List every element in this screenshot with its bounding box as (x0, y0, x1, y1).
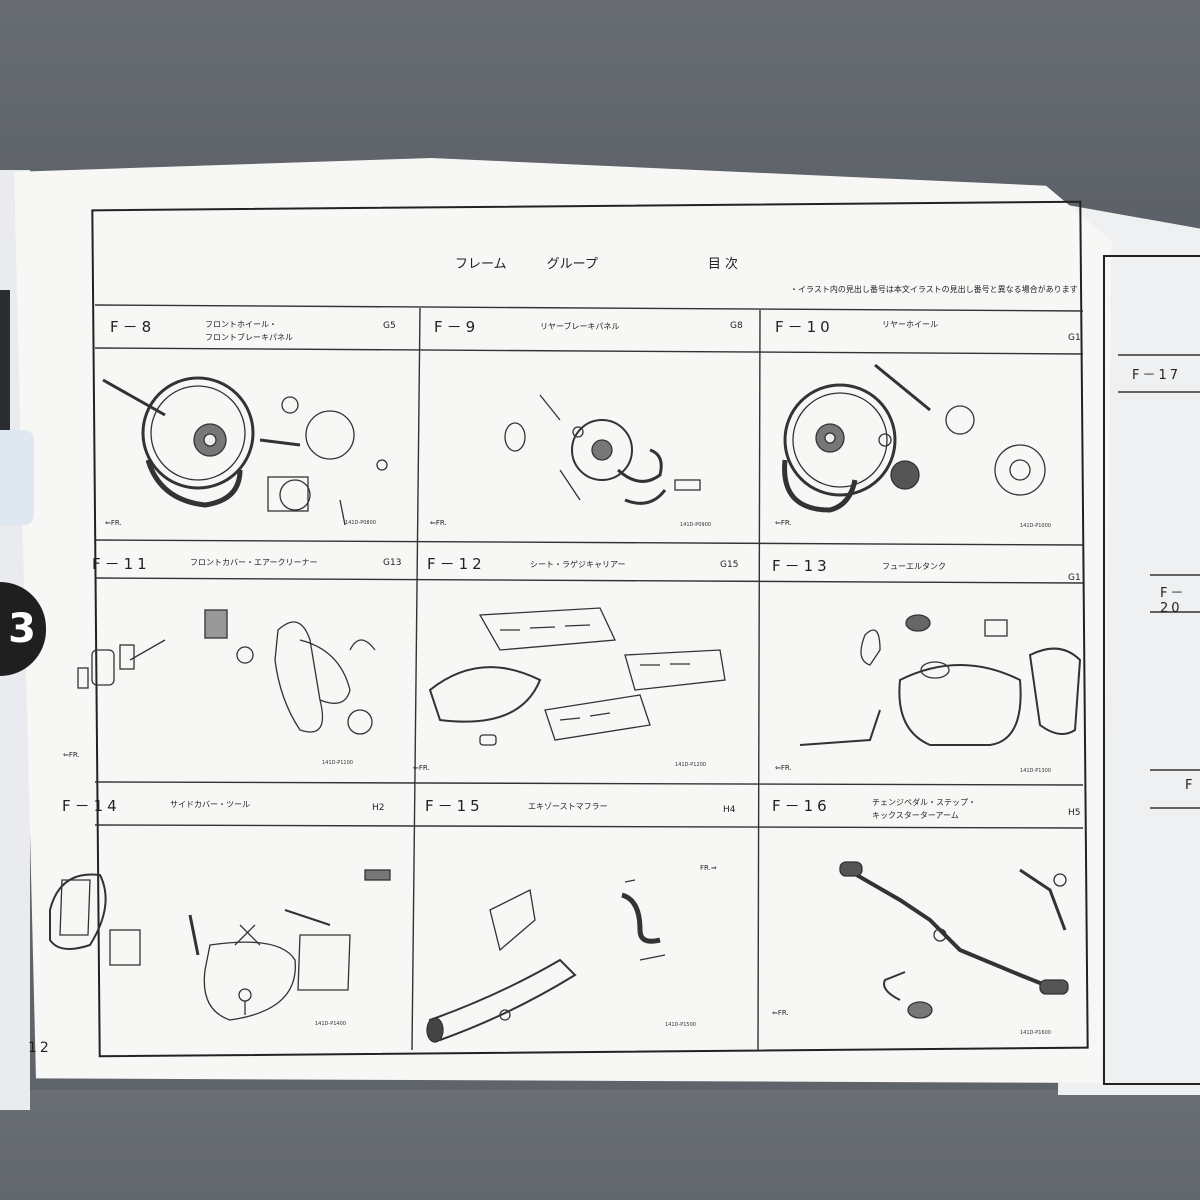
facing-page-frame (1103, 255, 1200, 1085)
cell-name-f14: サイドカバー・ツール (170, 800, 250, 809)
background-bottom (0, 1090, 1200, 1200)
illustration-f11: ⇐FR. (63, 609, 376, 759)
cell-code-f12: F－12 (427, 555, 486, 573)
cell-code-f9: F－9 (434, 318, 480, 336)
cell-name-f12: シート・ラゲジキャリアー (530, 560, 626, 569)
cell-page-f14: H2 (372, 803, 385, 813)
cell-code-f13: F－13 (772, 557, 831, 575)
illustration-f12: ⇐FR. (413, 607, 726, 772)
svg-text:⇐FR.: ⇐FR. (63, 751, 80, 759)
book-spine-shadow (0, 290, 10, 490)
right-code-f: F (1185, 778, 1196, 793)
illustration-f14 (49, 869, 391, 1021)
cell-code-f8: F－8 (110, 318, 156, 336)
svg-text:⇐FR.: ⇐FR. (775, 519, 792, 527)
cell-code-f16: F－16 (772, 797, 831, 815)
drawing-code-f9: 141D-P0900 (680, 522, 711, 528)
cell-page-f12: G15 (720, 560, 739, 570)
page-number: 12 (28, 1040, 52, 1056)
cell-page-f10: G1 (1068, 333, 1081, 343)
cell-page-f13: G1 (1068, 573, 1081, 583)
header-note: ・イラスト内の見出し番号は本文イラストの見出し番号と異なる場合があります (790, 285, 1078, 294)
cell-page-f8: G5 (383, 321, 396, 331)
drawing-code-f16: 141D-P1600 (1020, 1030, 1051, 1036)
drawing-code-f8: 141D-P0800 (345, 520, 376, 526)
right-code-f20: F－20 (1160, 586, 1187, 616)
svg-text:⇐FR.: ⇐FR. (430, 519, 447, 527)
svg-text:⇐FR.: ⇐FR. (105, 519, 122, 527)
cell-name-f15: エキゾーストマフラー (528, 802, 608, 811)
drawing-code-f15: 141D-P1500 (665, 1022, 696, 1028)
cell-page-f9: G8 (730, 321, 743, 331)
illustration-f10: ⇐FR. (775, 363, 1046, 527)
svg-text:FR.⇒: FR.⇒ (700, 864, 717, 872)
illustration-f16: ⇐FR. (772, 861, 1069, 1019)
right-code-f17: F－17 (1132, 368, 1182, 383)
cell-name-f13: フューエルタンク (882, 562, 946, 571)
cell-page-f15: H4 (723, 805, 736, 815)
section-tab-label: 3 (8, 606, 36, 652)
drawing-code-f10: 141D-P1000 (1020, 523, 1051, 529)
cell-code-f10: F－10 (775, 318, 834, 336)
illustration-f13: ⇐FR. (775, 614, 1082, 772)
cell-name-f11: フロントカバー・エアークリーナー (190, 558, 318, 567)
svg-text:⇐FR.: ⇐FR. (772, 1009, 789, 1017)
drawing-code-f14: 141D-P1400 (315, 1021, 346, 1027)
drawing-code-f13: 141D-P1300 (1020, 768, 1051, 774)
cell-name-f8: フロントホイール・フロントブレーキパネル (205, 320, 293, 342)
drawing-code-f11: 141D-P1100 (322, 760, 353, 766)
title-frame: フレーム (455, 257, 507, 272)
cell-code-f15: F－15 (425, 797, 484, 815)
cell-code-f11: F－11 (92, 555, 151, 573)
cell-code-f14: F－14 (62, 797, 121, 815)
svg-text:⇐FR.: ⇐FR. (775, 764, 792, 772)
illustration-f15: FR.⇒ (426, 864, 717, 1043)
cell-name-f10: リヤーホイール (882, 320, 938, 329)
illustration-f8: ⇐FR. (102, 376, 388, 527)
section-tab-pale (0, 430, 34, 525)
page-title: フレーム グループ 目 次 (455, 253, 738, 272)
title-contents: 目 次 (707, 257, 738, 272)
cell-name-f9: リヤーブレーキパネル (540, 322, 620, 331)
svg-text:⇐FR.: ⇐FR. (413, 764, 430, 772)
title-group: グループ (546, 257, 598, 272)
illustration-f9: ⇐FR. (430, 394, 701, 527)
cell-name-f16: チェンジペダル・ステップ・キックスターターアーム (872, 798, 976, 820)
cell-page-f16: H5 (1068, 808, 1081, 818)
cell-page-f11: G13 (383, 558, 402, 568)
drawing-code-f12: 141D-P1200 (675, 762, 706, 768)
